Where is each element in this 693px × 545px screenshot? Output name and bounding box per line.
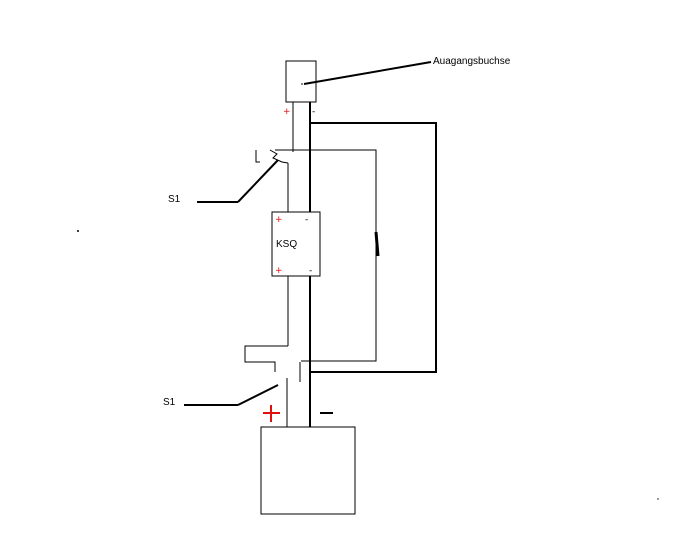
minus-outer-loop <box>310 122 437 373</box>
switch-top-bracket <box>269 149 289 164</box>
sense-inner-stub <box>374 231 380 257</box>
switch-bottom-label: S1 <box>163 397 176 408</box>
battery-box <box>260 426 356 515</box>
socket-minus-sign: - <box>312 107 316 117</box>
ksq-bottom-minus-sign: - <box>309 266 313 276</box>
sense-inner-loop <box>275 149 377 362</box>
socket-plus-sign: + <box>283 107 291 117</box>
switch-bottom-frame <box>244 345 288 372</box>
ksq-module-box <box>271 211 321 277</box>
ksq-top-minus-sign: - <box>305 215 309 225</box>
output-socket-leader <box>303 61 432 85</box>
stray-dot-right <box>657 498 659 500</box>
switch-top-contact <box>255 150 260 163</box>
stray-dot-left <box>77 230 79 232</box>
output-socket-dot <box>301 83 303 85</box>
switch-bottom-lever <box>237 384 279 406</box>
ksq-bottom-plus-sign: + <box>275 266 283 276</box>
output-socket-label: Auagangsbuchse <box>433 56 511 67</box>
output-socket-box <box>285 60 317 103</box>
ksq-top-plus-sign: + <box>275 215 283 225</box>
switch-top-label: S1 <box>168 194 181 205</box>
switch-top-lever <box>237 159 279 203</box>
ksq-label: KSQ <box>276 239 298 250</box>
